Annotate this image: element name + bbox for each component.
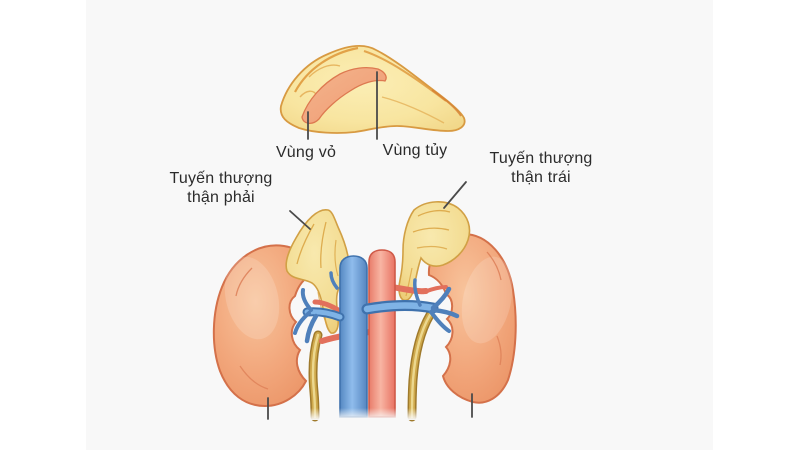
- label-adrenal-left: Tuyến thượng thận trái: [489, 150, 593, 186]
- gland-cortex-layer: [279, 44, 466, 134]
- label-adrenal-right: Tuyến thượng thận phải: [169, 170, 273, 206]
- bottom-fade: [180, 408, 620, 420]
- renal-veins: [293, 271, 460, 344]
- left-adrenal-gland: [398, 201, 471, 302]
- inferior-vena-cava: [339, 255, 368, 418]
- left-ureter: [407, 310, 435, 422]
- adrenal-right-pointer-line: [289, 210, 311, 230]
- pointer-lines: [267, 71, 473, 420]
- label-cortex: Vùng vỏ: [275, 144, 337, 161]
- right-ureter: [308, 330, 323, 422]
- label-medulla: Vùng tủy: [382, 142, 448, 159]
- adrenal-left-pointer-line: [443, 181, 467, 209]
- right-kidney: [212, 244, 315, 408]
- abdominal-aorta: [368, 249, 396, 418]
- gland-medulla: [301, 67, 387, 124]
- left-kidney: [427, 232, 517, 404]
- enlarged-adrenal-gland: [279, 44, 466, 134]
